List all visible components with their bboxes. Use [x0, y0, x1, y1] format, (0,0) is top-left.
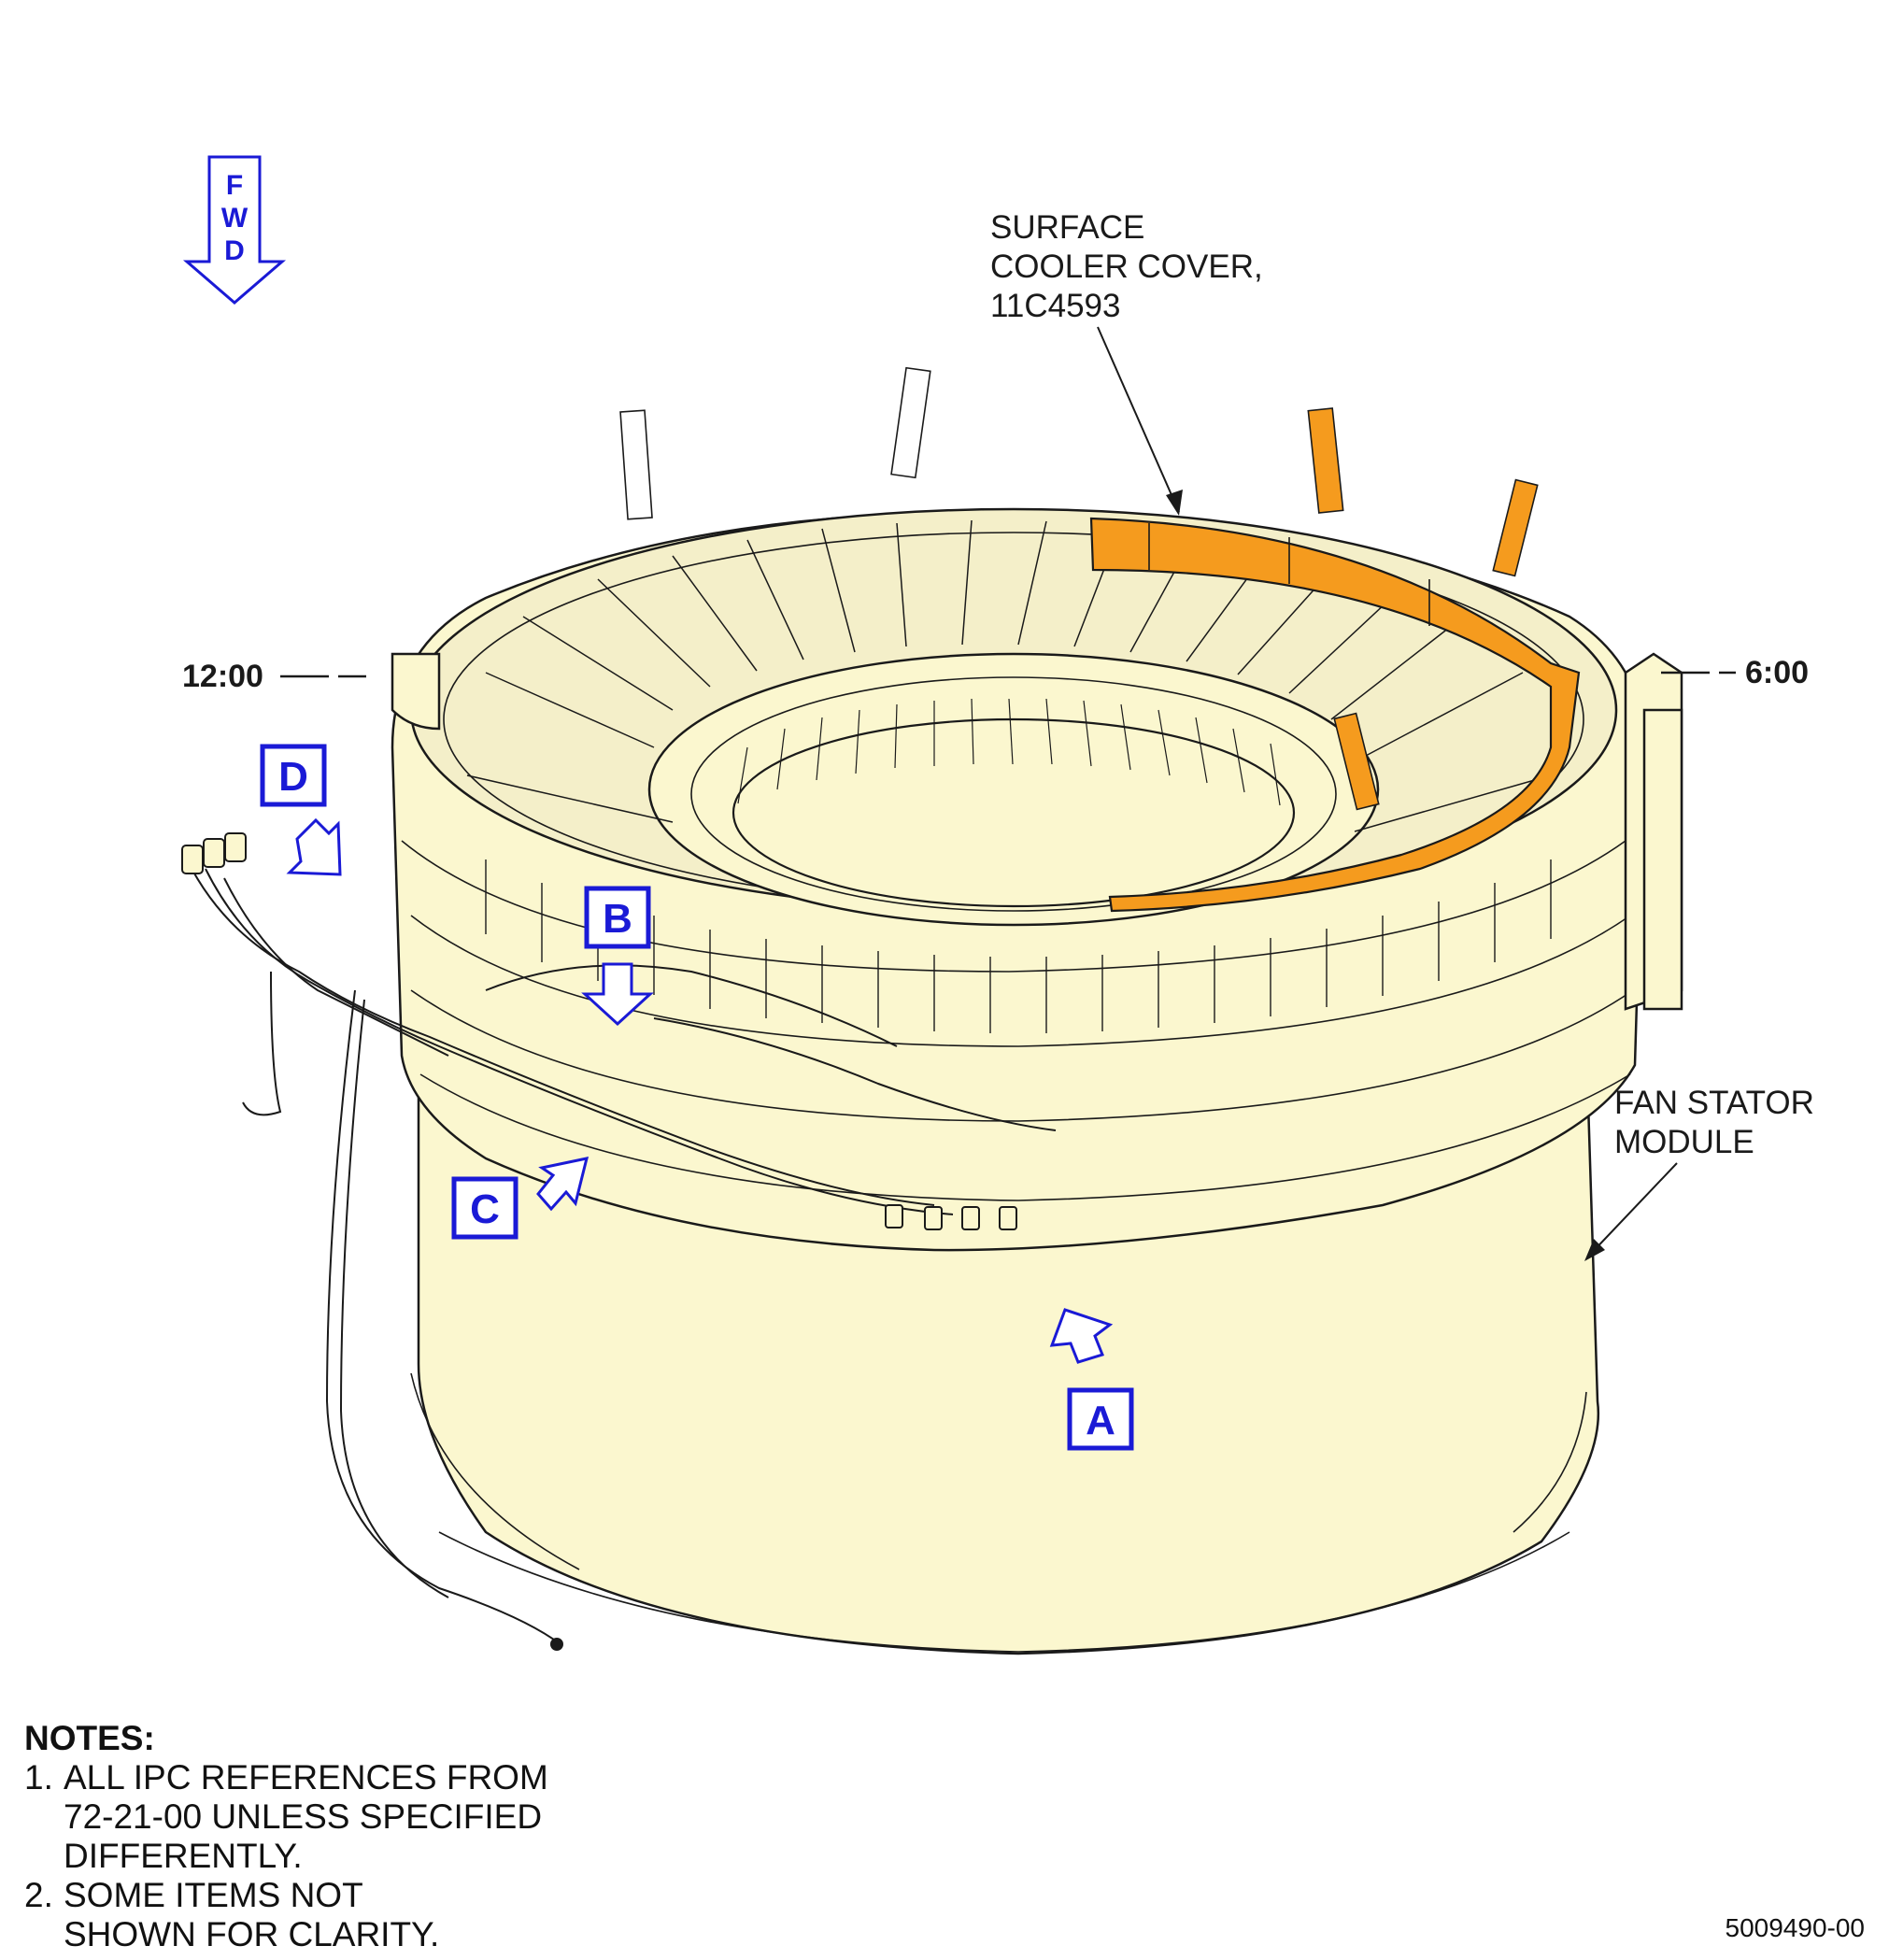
note-line: SHOWN FOR CLARITY.	[64, 1915, 440, 1953]
wiring-harness	[186, 859, 1057, 1651]
callout-d[interactable]: D	[260, 744, 342, 876]
callout-a[interactable]: A	[1049, 1308, 1134, 1451]
note-line: DIFFERENTLY.	[64, 1837, 303, 1875]
fwd-letter-d: D	[224, 235, 245, 266]
warning-tags	[619, 366, 931, 520]
fwd-letter-f: F	[226, 170, 243, 201]
clock-12-label: 12:00	[182, 659, 263, 694]
surface-cooler-line-1: SURFACE	[990, 209, 1144, 246]
notes-block: NOTES: 1. ALL IPC REFERENCES FROM 72-21-…	[24, 1719, 678, 1954]
note-item-1: 1. ALL IPC REFERENCES FROM 72-21-00 UNLE…	[24, 1758, 678, 1876]
callout-b[interactable]: B	[581, 886, 654, 1027]
callout-b-letter: B	[603, 896, 632, 942]
note-line: ALL IPC REFERENCES FROM	[64, 1758, 548, 1797]
callout-c[interactable]: C	[451, 1157, 589, 1240]
connectors	[181, 832, 1017, 1230]
notes-title: NOTES:	[24, 1719, 155, 1757]
callout-c-letter: C	[470, 1186, 500, 1232]
surface-cooler-cover	[1089, 407, 1581, 913]
callout-a-letter: A	[1086, 1398, 1115, 1443]
ring-top-face	[409, 507, 1618, 927]
fan-case-cylinder	[410, 1091, 1600, 1655]
callout-d-letter: D	[278, 754, 308, 800]
note-line: SOME ITEMS NOT	[64, 1876, 363, 1914]
fan-stator-label: FAN STATOR MODULE	[1584, 1085, 1814, 1261]
figure-number: 5009490-00	[1725, 1913, 1865, 1942]
note-number: 1.	[24, 1758, 53, 1797]
clock-reference: 12:00 6:00	[182, 655, 1809, 694]
surface-cooler-label: SURFACE COOLER COVER, 11C4593	[990, 209, 1263, 516]
fan-stator-line-1: FAN STATOR	[1614, 1085, 1814, 1121]
clock-6-label: 6:00	[1745, 655, 1809, 690]
note-number: 2.	[24, 1876, 53, 1914]
surface-cooler-line-3: 11C4593	[990, 288, 1120, 324]
fwd-arrow: F W D	[182, 155, 287, 305]
note-item-2: 2. SOME ITEMS NOT SHOWN FOR CLARITY.	[24, 1876, 678, 1954]
surface-cooler-line-2: COOLER COVER,	[990, 249, 1263, 285]
fan-stator-line-2: MODULE	[1614, 1124, 1754, 1160]
mount-brackets	[391, 652, 1683, 1011]
fwd-letter-w: W	[221, 203, 249, 234]
note-line: 72-21-00 UNLESS SPECIFIED	[64, 1797, 543, 1836]
